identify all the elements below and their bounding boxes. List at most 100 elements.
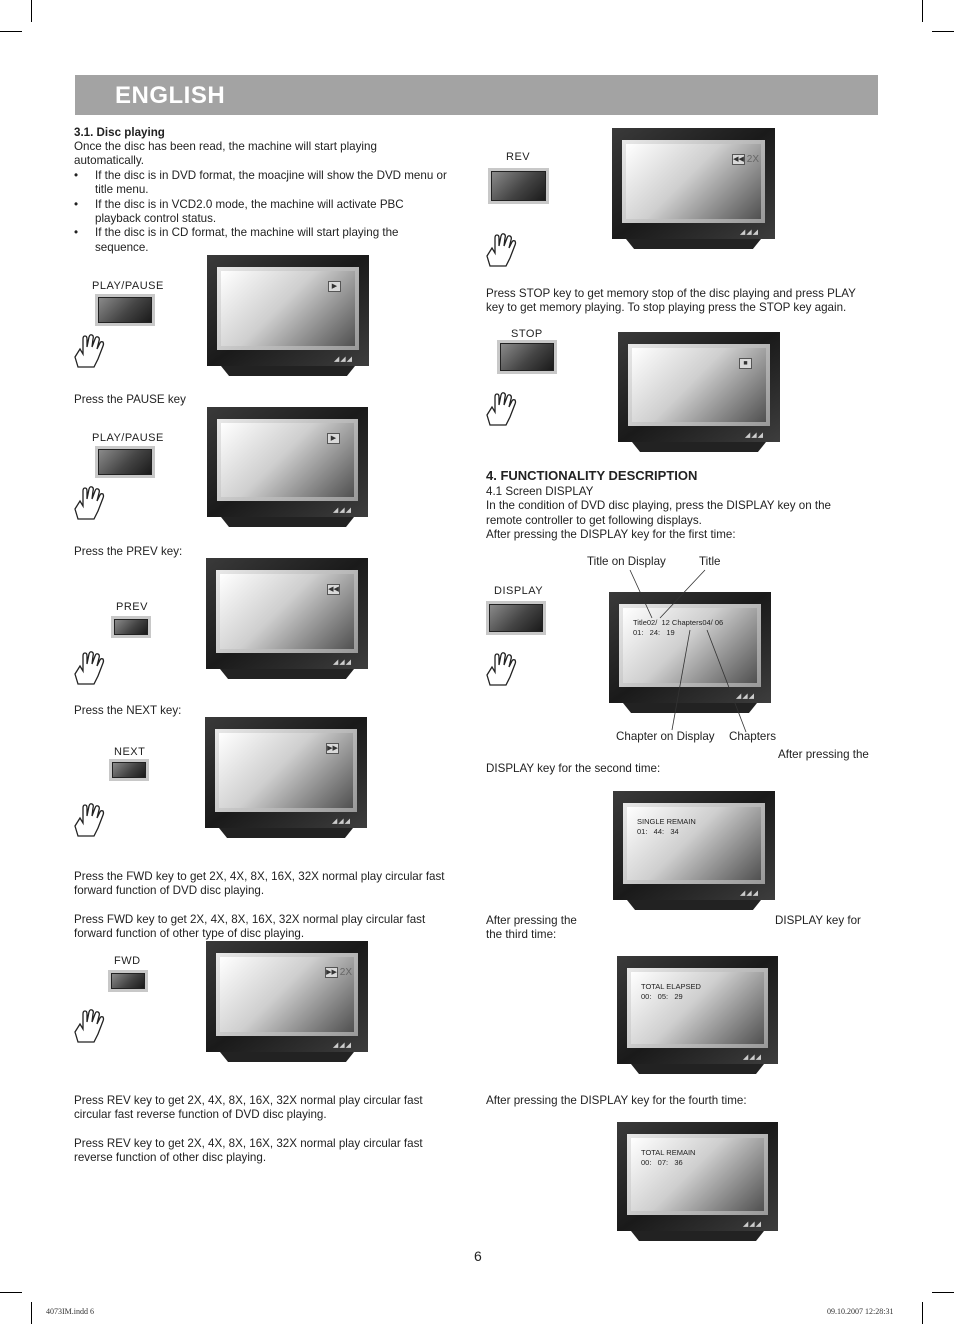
bullet-text: If the disc is in VCD2.0 mode, the machi… [95,198,404,211]
hand-press-icon [486,233,517,267]
tv-illustration: TOTAL REMAIN 00: 07: 36 ◢◢◢ [617,1122,778,1241]
rev-key [488,168,549,204]
fwd-paragraph: forward function of DVD disc playing. [74,884,265,897]
key-label: PLAY/PAUSE [92,432,164,444]
fwd-paragraph: Press the FWD key to get 2X, 4X, 8X, 16X… [74,870,445,883]
stop-paragraph: Press STOP key to get memory stop of the… [486,287,856,300]
section4-title: 4. FUNCTIONALITY DESCRIPTION [486,468,698,483]
crop-mark [922,0,923,22]
osd-line: 01: 44: 34 [637,827,679,836]
bullet-dot: • [74,226,79,239]
crop-mark [932,31,954,32]
bullet-text: sequence. [95,241,149,254]
crop-mark [31,0,32,22]
rev-paragraph: Press REV key to get 2X, 4X, 8X, 16X, 32… [74,1094,423,1107]
second-time-text: DISPLAY key for the second time: [486,762,661,775]
header-title: ENGLISH [115,82,226,109]
tv-illustration: ■ ◢◢◢ [618,332,780,452]
tv-illustration: SINGLE REMAIN 01: 44: 34 ◢◢◢ [613,791,775,910]
tv-illustration: ◀◀ 2X ◢◢◢ [612,128,775,249]
third-time-text: DISPLAY key for [775,914,861,927]
press-prev-text: Press the PREV key: [74,545,183,558]
rev-paragraph: reverse function of other disc playing. [74,1151,267,1164]
tv-illustration: Title02/ 12 Chapters04/ 06 01: 24: 19 ◢◢… [609,592,771,713]
rev-paragraph: Press REV key to get 2X, 4X, 8X, 16X, 32… [74,1137,423,1150]
osd-display: SINGLE REMAIN 01: 44: 34 [637,817,696,837]
hand-press-icon [486,392,517,426]
hand-press-icon [74,1009,105,1043]
bullet-dot: • [74,198,79,211]
language-header: ENGLISH [75,75,878,115]
footer-file: 4073IM.indd 6 [46,1307,94,1316]
play-pause-key [95,446,155,478]
bullet-text: If the disc is in CD format, the machine… [95,226,399,239]
osd-line: 01: 24: 19 [633,628,675,637]
bullet-dot: • [74,169,79,182]
third-time-text: the third time: [486,928,557,941]
stop-key [497,340,557,374]
crop-mark [932,1292,954,1293]
bullet-text: If the disc is in DVD format, the moacji… [95,169,447,182]
crop-mark [922,1302,923,1324]
key-label: PREV [116,601,148,613]
play-icon: ▶ [327,433,340,444]
footer-datetime: 09.10.2007 12:28:31 [827,1307,894,1316]
tv-illustration: ▶▶ ◢◢◢ [205,717,367,838]
prev-key [111,616,151,638]
subsection-title: 4.1 Screen DISPLAY [486,485,594,498]
rev-paragraph: circular fast reverse function of DVD di… [74,1108,327,1121]
fwd-key [108,970,148,992]
osd-line: SINGLE REMAIN [637,817,696,826]
tv-illustration: ◀◀ ◢◢◢ [206,558,368,679]
page-number: 6 [474,1248,482,1264]
rewind-icon: ◀◀ [732,154,745,165]
section-title: 3.1. Disc playing [74,126,165,139]
tv-illustration: ▶ ◢◢◢ [207,255,369,376]
press-pause-text: Press the PAUSE key [74,393,186,406]
key-label: PLAY/PAUSE [92,280,164,292]
hand-press-icon [74,651,105,685]
intro-line: automatically. [74,154,145,167]
fast-forward-icon: ▶▶ [325,967,338,978]
display-key [486,601,546,635]
next-key [109,759,149,781]
callout-title-on-display: Title on Display [587,555,666,568]
description-line: In the condition of DVD disc playing, pr… [486,499,831,512]
osd-display: TOTAL REMAIN 00: 07: 36 [641,1148,695,1168]
tv-illustration: TOTAL ELAPSED 00: 05: 29 ◢◢◢ [617,956,778,1074]
crop-mark [0,1292,22,1293]
osd-line: TOTAL ELAPSED [641,982,701,991]
crop-mark [0,31,22,32]
key-label: DISPLAY [494,585,544,597]
description-line: remote controller to get following displ… [486,514,702,527]
second-time-text: After pressing the [778,748,869,761]
intro-line: Once the disc has been read, the machine… [74,140,377,153]
press-next-text: Press the NEXT key: [74,704,182,717]
prev-icon: ◀◀ [327,584,340,595]
callout-lines [629,569,747,733]
speed-indicator: 2X [746,154,759,165]
play-pause-key [95,294,155,326]
osd-display: Title02/ 12 Chapters04/ 06 01: 24: 19 [633,618,723,638]
callout-title: Title [699,555,721,568]
next-icon: ▶▶ [326,743,339,754]
tv-illustration: ▶▶ 2X ◢◢◢ [206,941,368,1062]
osd-line: 00: 07: 36 [641,1158,683,1167]
fwd-paragraph: Press FWD key to get 2X, 4X, 8X, 16X, 32… [74,913,426,926]
osd-line: Title02/ 12 Chapters04/ 06 [633,618,724,627]
callout-chapter-on-display: Chapter on Display [616,730,715,743]
first-time-text: After pressing the DISPLAY key for the f… [486,528,736,541]
bullet-text: playback control status. [95,212,217,225]
bullet-text: title menu. [95,183,149,196]
key-label: NEXT [114,746,146,758]
tv-illustration: ▶ ◢◢◢ [207,407,368,527]
osd-line: 00: 05: 29 [641,992,683,1001]
callout-chapters: Chapters [729,730,777,743]
key-label: STOP [511,328,543,340]
third-time-text: After pressing the [486,914,577,927]
fourth-time-text: After pressing the DISPLAY key for the f… [486,1094,747,1107]
key-label: FWD [114,955,141,967]
stop-icon: ■ [739,358,752,369]
crop-mark [31,1302,32,1324]
hand-press-icon [74,486,105,520]
